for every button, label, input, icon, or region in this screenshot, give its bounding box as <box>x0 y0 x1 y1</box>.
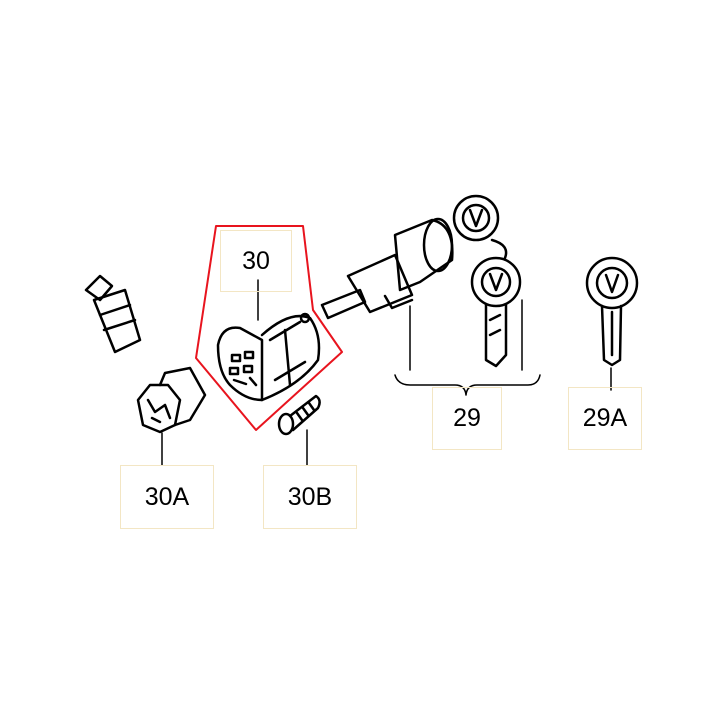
highlight-outline-part-30[interactable] <box>195 225 343 431</box>
ignition-switch-part-30[interactable] <box>216 312 321 402</box>
label-part-29a[interactable]: 29A <box>568 387 642 450</box>
label-part-30b[interactable]: 30B <box>263 465 357 529</box>
key-part-29a[interactable] <box>585 256 639 367</box>
screw-part-30b[interactable] <box>277 394 321 436</box>
label-part-29[interactable]: 29 <box>432 387 502 450</box>
label-part-30a[interactable]: 30A <box>120 465 214 529</box>
cap-part-30a[interactable] <box>136 366 207 434</box>
lock-cylinder-part-29[interactable] <box>320 217 454 320</box>
key-pair-part-29[interactable] <box>452 194 522 368</box>
label-part-30[interactable]: 30 <box>220 230 292 292</box>
connector-part[interactable] <box>84 274 142 354</box>
bracket-29 <box>394 299 541 396</box>
